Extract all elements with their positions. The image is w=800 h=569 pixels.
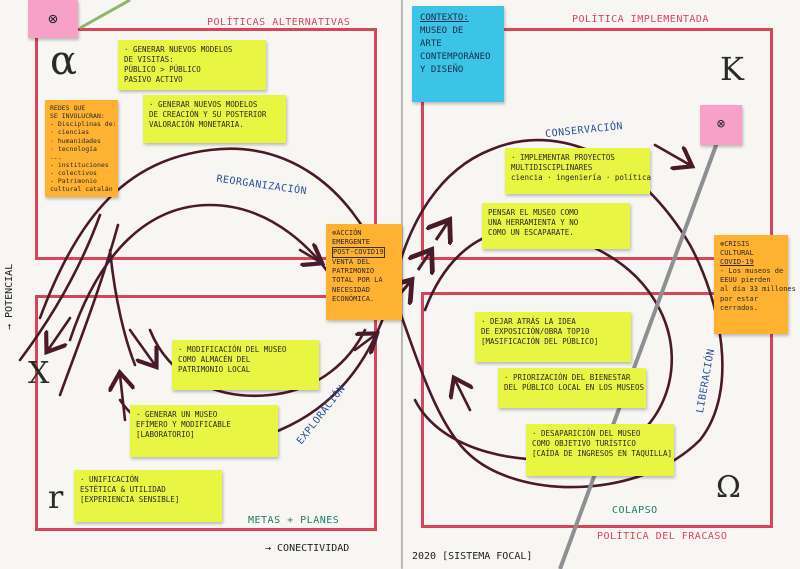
heading-metas-planes: METAS + PLANES bbox=[248, 515, 340, 526]
frame-r bbox=[35, 295, 377, 531]
note-modificacion: · MODIFICACIÓN DEL MUSEO COMO ALMACÉN DE… bbox=[172, 340, 319, 390]
note-generar-efimero: · GENERAR UN MUSEO EFÍMERO Y MODIFICABLE… bbox=[130, 405, 278, 457]
note-implementar: · IMPLEMENTAR PROYECTOS MULTIDISCIPLINAR… bbox=[505, 148, 651, 194]
tail-lower bbox=[58, 223, 120, 397]
heading-politica-implementada: POLÍTICA IMPLEMENTADA bbox=[572, 14, 709, 25]
axis-conectividad: → CONECTIVIDAD bbox=[265, 543, 350, 554]
x-symbol: X bbox=[28, 356, 50, 391]
note-priorizacion: · PRIORIZACIÓN DEL BIENESTAR DEL PÚBLICO… bbox=[498, 368, 646, 408]
heading-politica-fracaso: POLÍTICA DEL FRACASO bbox=[597, 531, 728, 542]
tail-inner bbox=[108, 248, 137, 367]
note-dejar-atras: · DEJAR ATRÁS LA IDEA DE EXPOSICIÓN/OBRA… bbox=[475, 312, 631, 362]
loop-inner-left bbox=[68, 203, 347, 342]
kappa-symbol: K bbox=[720, 50, 744, 88]
loop-outer-left bbox=[38, 147, 724, 489]
heading-colapso: COLAPSO bbox=[612, 505, 658, 516]
arrow-r-up bbox=[120, 375, 125, 422]
arrow-r bbox=[128, 328, 155, 365]
tail-upper bbox=[18, 213, 102, 362]
pink-note-kappa: ⊗ bbox=[700, 105, 742, 145]
note-generar-visitas: · GENERAR NUEVOS MODELOS DE VISITAS: PÚB… bbox=[118, 40, 266, 90]
dashed-arrow-3 bbox=[436, 222, 448, 240]
arrow-omega-up bbox=[455, 380, 470, 412]
grey-stick bbox=[558, 139, 720, 569]
alpha-symbol: α bbox=[50, 38, 78, 84]
frame-kappa bbox=[421, 28, 773, 260]
note-accion-emergente: ⊗ACCIÓN EMERGENTE POST-COVID19 VENTA DEL… bbox=[326, 224, 402, 320]
arrow-reorg bbox=[298, 250, 320, 262]
green-stick bbox=[79, 0, 131, 30]
note-crisis: ⊗CRISIS CULTURAL COVID-19 · Los museos d… bbox=[714, 235, 796, 334]
arrow-x bbox=[48, 316, 72, 350]
heading-politicas-alternativas: POLÍTICAS ALTERNATIVAS bbox=[207, 17, 351, 28]
frame-alpha bbox=[35, 28, 377, 260]
arrow-exploration bbox=[353, 335, 375, 350]
note-desaparicion: · DESAPARICIÓN DEL MUSEO COMO OBJETIVO T… bbox=[526, 424, 674, 476]
arrow-kappa bbox=[653, 143, 690, 165]
note-pensar-museo: PENSAR EL MUSEO COMO UNA HERRAMIENTA Y N… bbox=[482, 203, 630, 249]
note-redes: REDES QUE SE INVOLUCRAN: - Disciplinas d… bbox=[45, 100, 118, 197]
r-symbol: r bbox=[48, 478, 64, 516]
dashed-arrow-2 bbox=[418, 252, 430, 270]
note-unificacion: · UNIFICACIÓN ESTÉTICA & UTILIDAD [EXPER… bbox=[74, 470, 222, 522]
context-note: CONTEXTO: MUSEO DE ARTE CONTEMPORÁNEO Y … bbox=[412, 6, 504, 102]
note-generar-creacion: · GENERAR NUEVOS MODELOS DE CREACIÓN Y S… bbox=[143, 95, 286, 143]
axis-potencial: → POTENCIAL bbox=[4, 263, 15, 330]
pink-note-top-left: ⊗ bbox=[28, 0, 78, 38]
bottom-sistema-focal: 2020 [SISTEMA FOCAL] bbox=[412, 551, 533, 562]
omega-symbol: Ω bbox=[716, 470, 741, 505]
